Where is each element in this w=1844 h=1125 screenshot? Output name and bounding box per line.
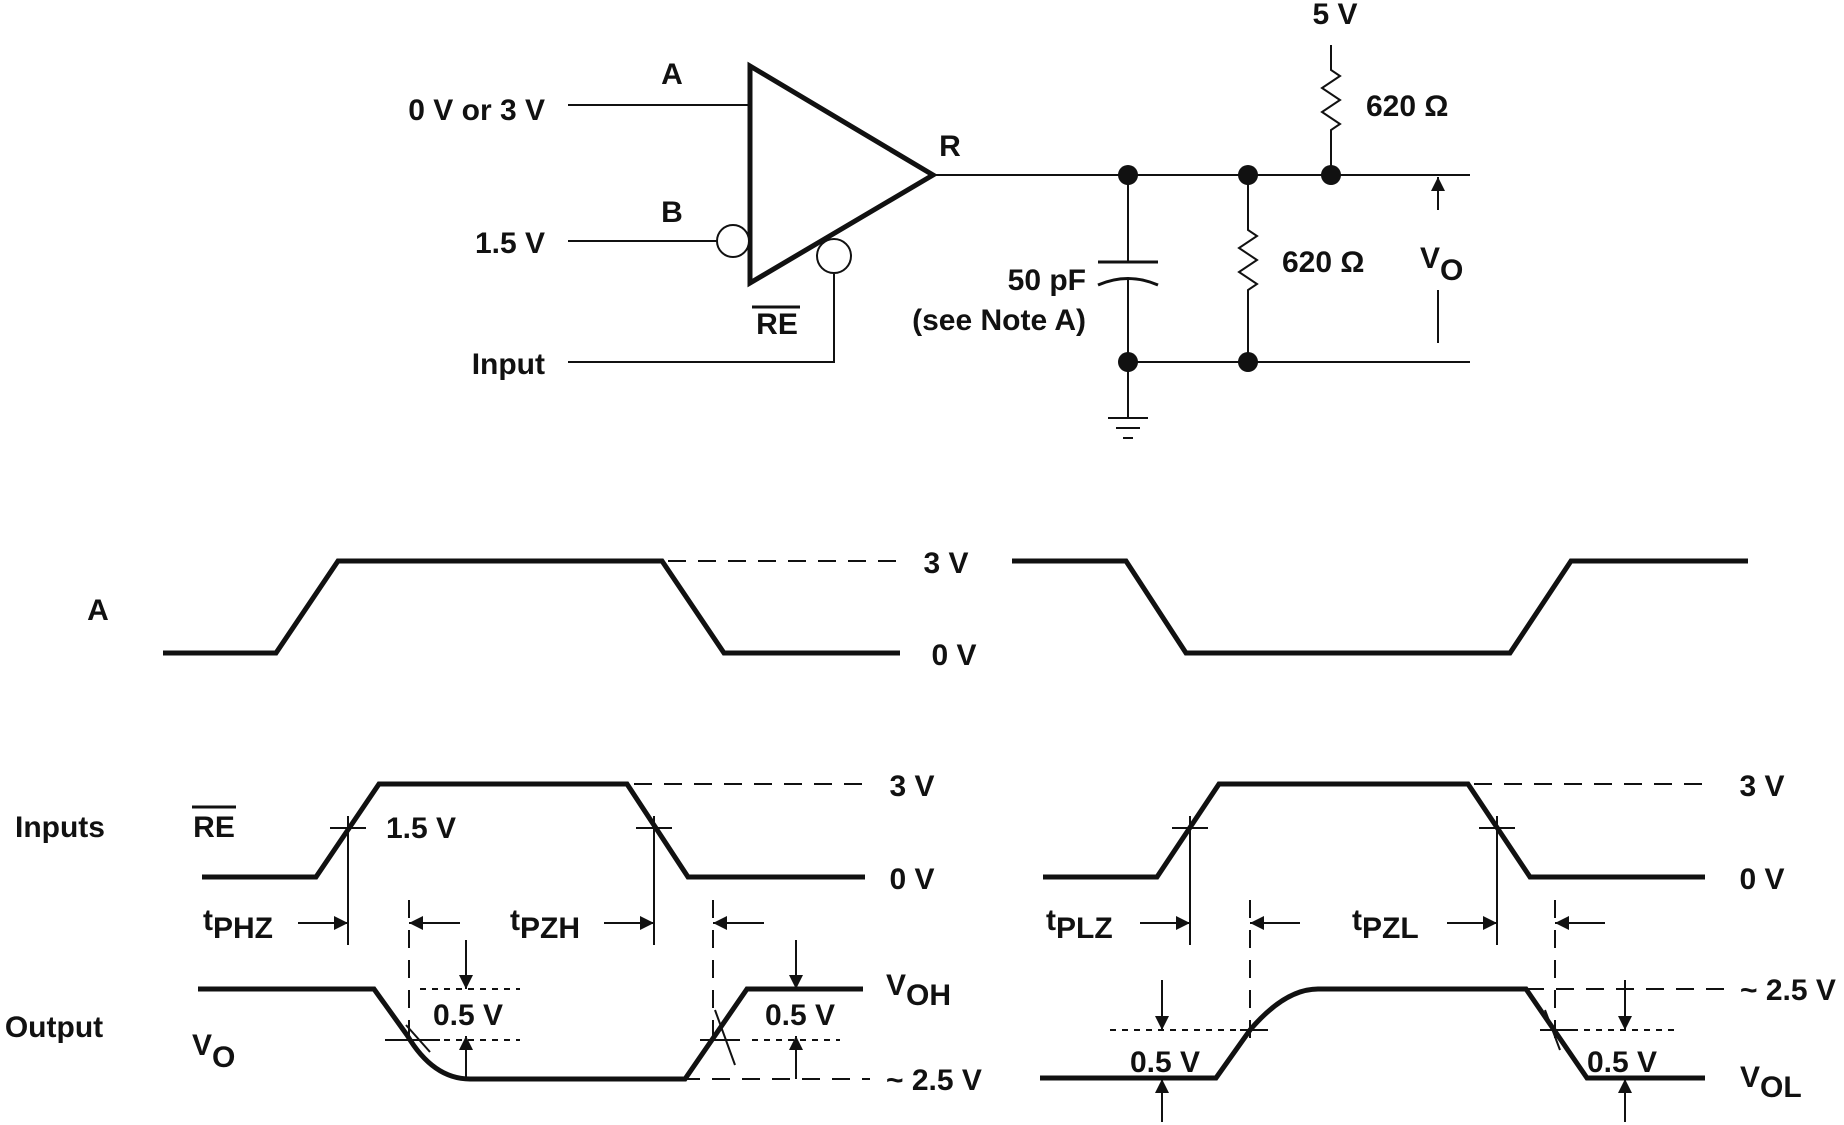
node (1118, 165, 1138, 185)
a-low-label: 0 V (931, 639, 976, 672)
left-delta-2-label: 0.5 V (765, 999, 835, 1032)
output-voltage-label: VO (1420, 242, 1463, 287)
t-pzl-label: tPZL (1352, 904, 1419, 945)
waveform-a: A 3 V 0 V (87, 547, 1748, 672)
left-delta-1-label: 0.5 V (433, 999, 503, 1032)
left-re-low-label: 0 V (889, 863, 934, 896)
node (1238, 352, 1258, 372)
output-pin-label: R (939, 130, 961, 163)
pulldown-resistor-symbol (1237, 175, 1259, 362)
right-re-low-label: 0 V (1739, 863, 1784, 896)
capacitor-note: (see Note A) (912, 304, 1086, 337)
left-re-high-label: 3 V (889, 770, 934, 803)
supply-label: 5 V (1312, 0, 1357, 31)
pulldown-value: 620 Ω (1282, 246, 1364, 279)
vo-label: VO (192, 1029, 235, 1074)
inputs-label: Inputs (15, 811, 105, 844)
vol-label: VOL (1740, 1061, 1802, 1104)
t-pzh-label: tPZH (510, 904, 580, 945)
t-plz-label: tPLZ (1046, 904, 1113, 945)
left-mid-level-label: ~ 2.5 V (886, 1064, 982, 1097)
t-phz-label: tPHZ (203, 904, 273, 945)
right-timing: 3 V 0 V tPLZ tPZL 0.5 V 0.5 V ~ 2.5 V VO… (1040, 770, 1836, 1122)
waveform-a-left (163, 558, 900, 656)
left-timing: Inputs RE 1.5 V 3 V 0 V Output VO tPHZ t… (5, 770, 982, 1097)
left-re-waveform (202, 781, 865, 880)
enable-wire (568, 274, 835, 363)
voh-label: VOH (886, 969, 951, 1012)
re-label: RE (193, 811, 235, 844)
re-threshold-label: 1.5 V (386, 812, 456, 845)
receiver-symbol (747, 61, 938, 288)
pullup-value: 620 Ω (1366, 90, 1448, 123)
capacitor-value: 50 pF (1008, 264, 1086, 297)
pullup-resistor-symbol (1320, 45, 1342, 175)
left-output-waveform (198, 986, 863, 1082)
right-mid-level-label: ~ 2.5 V (1740, 974, 1836, 1007)
waveform-a-right (1012, 558, 1748, 656)
enable-pin-label: RE (756, 308, 798, 341)
input-b-value: 1.5 V (475, 227, 545, 260)
pin-a-label: A (661, 58, 683, 91)
enable-bubble (816, 238, 852, 274)
node (1118, 352, 1138, 372)
test-circuit: 0 V or 3 V A 1.5 V B RE Input R 5 V 620 … (408, 0, 1470, 439)
node (1321, 165, 1341, 185)
output-label: Output (5, 1011, 103, 1044)
a-label: A (87, 594, 109, 627)
right-re-waveform (1043, 781, 1705, 880)
node (1238, 165, 1258, 185)
right-re-high-label: 3 V (1739, 770, 1784, 803)
right-delta-1-label: 0.5 V (1130, 1046, 1200, 1079)
a-high-label: 3 V (923, 547, 968, 580)
input-a-value: 0 V or 3 V (408, 94, 545, 127)
right-delta-2-label: 0.5 V (1587, 1046, 1657, 1079)
inverting-input-bubble (716, 224, 750, 258)
input-label: Input (472, 348, 545, 381)
pin-b-label: B (661, 196, 683, 229)
